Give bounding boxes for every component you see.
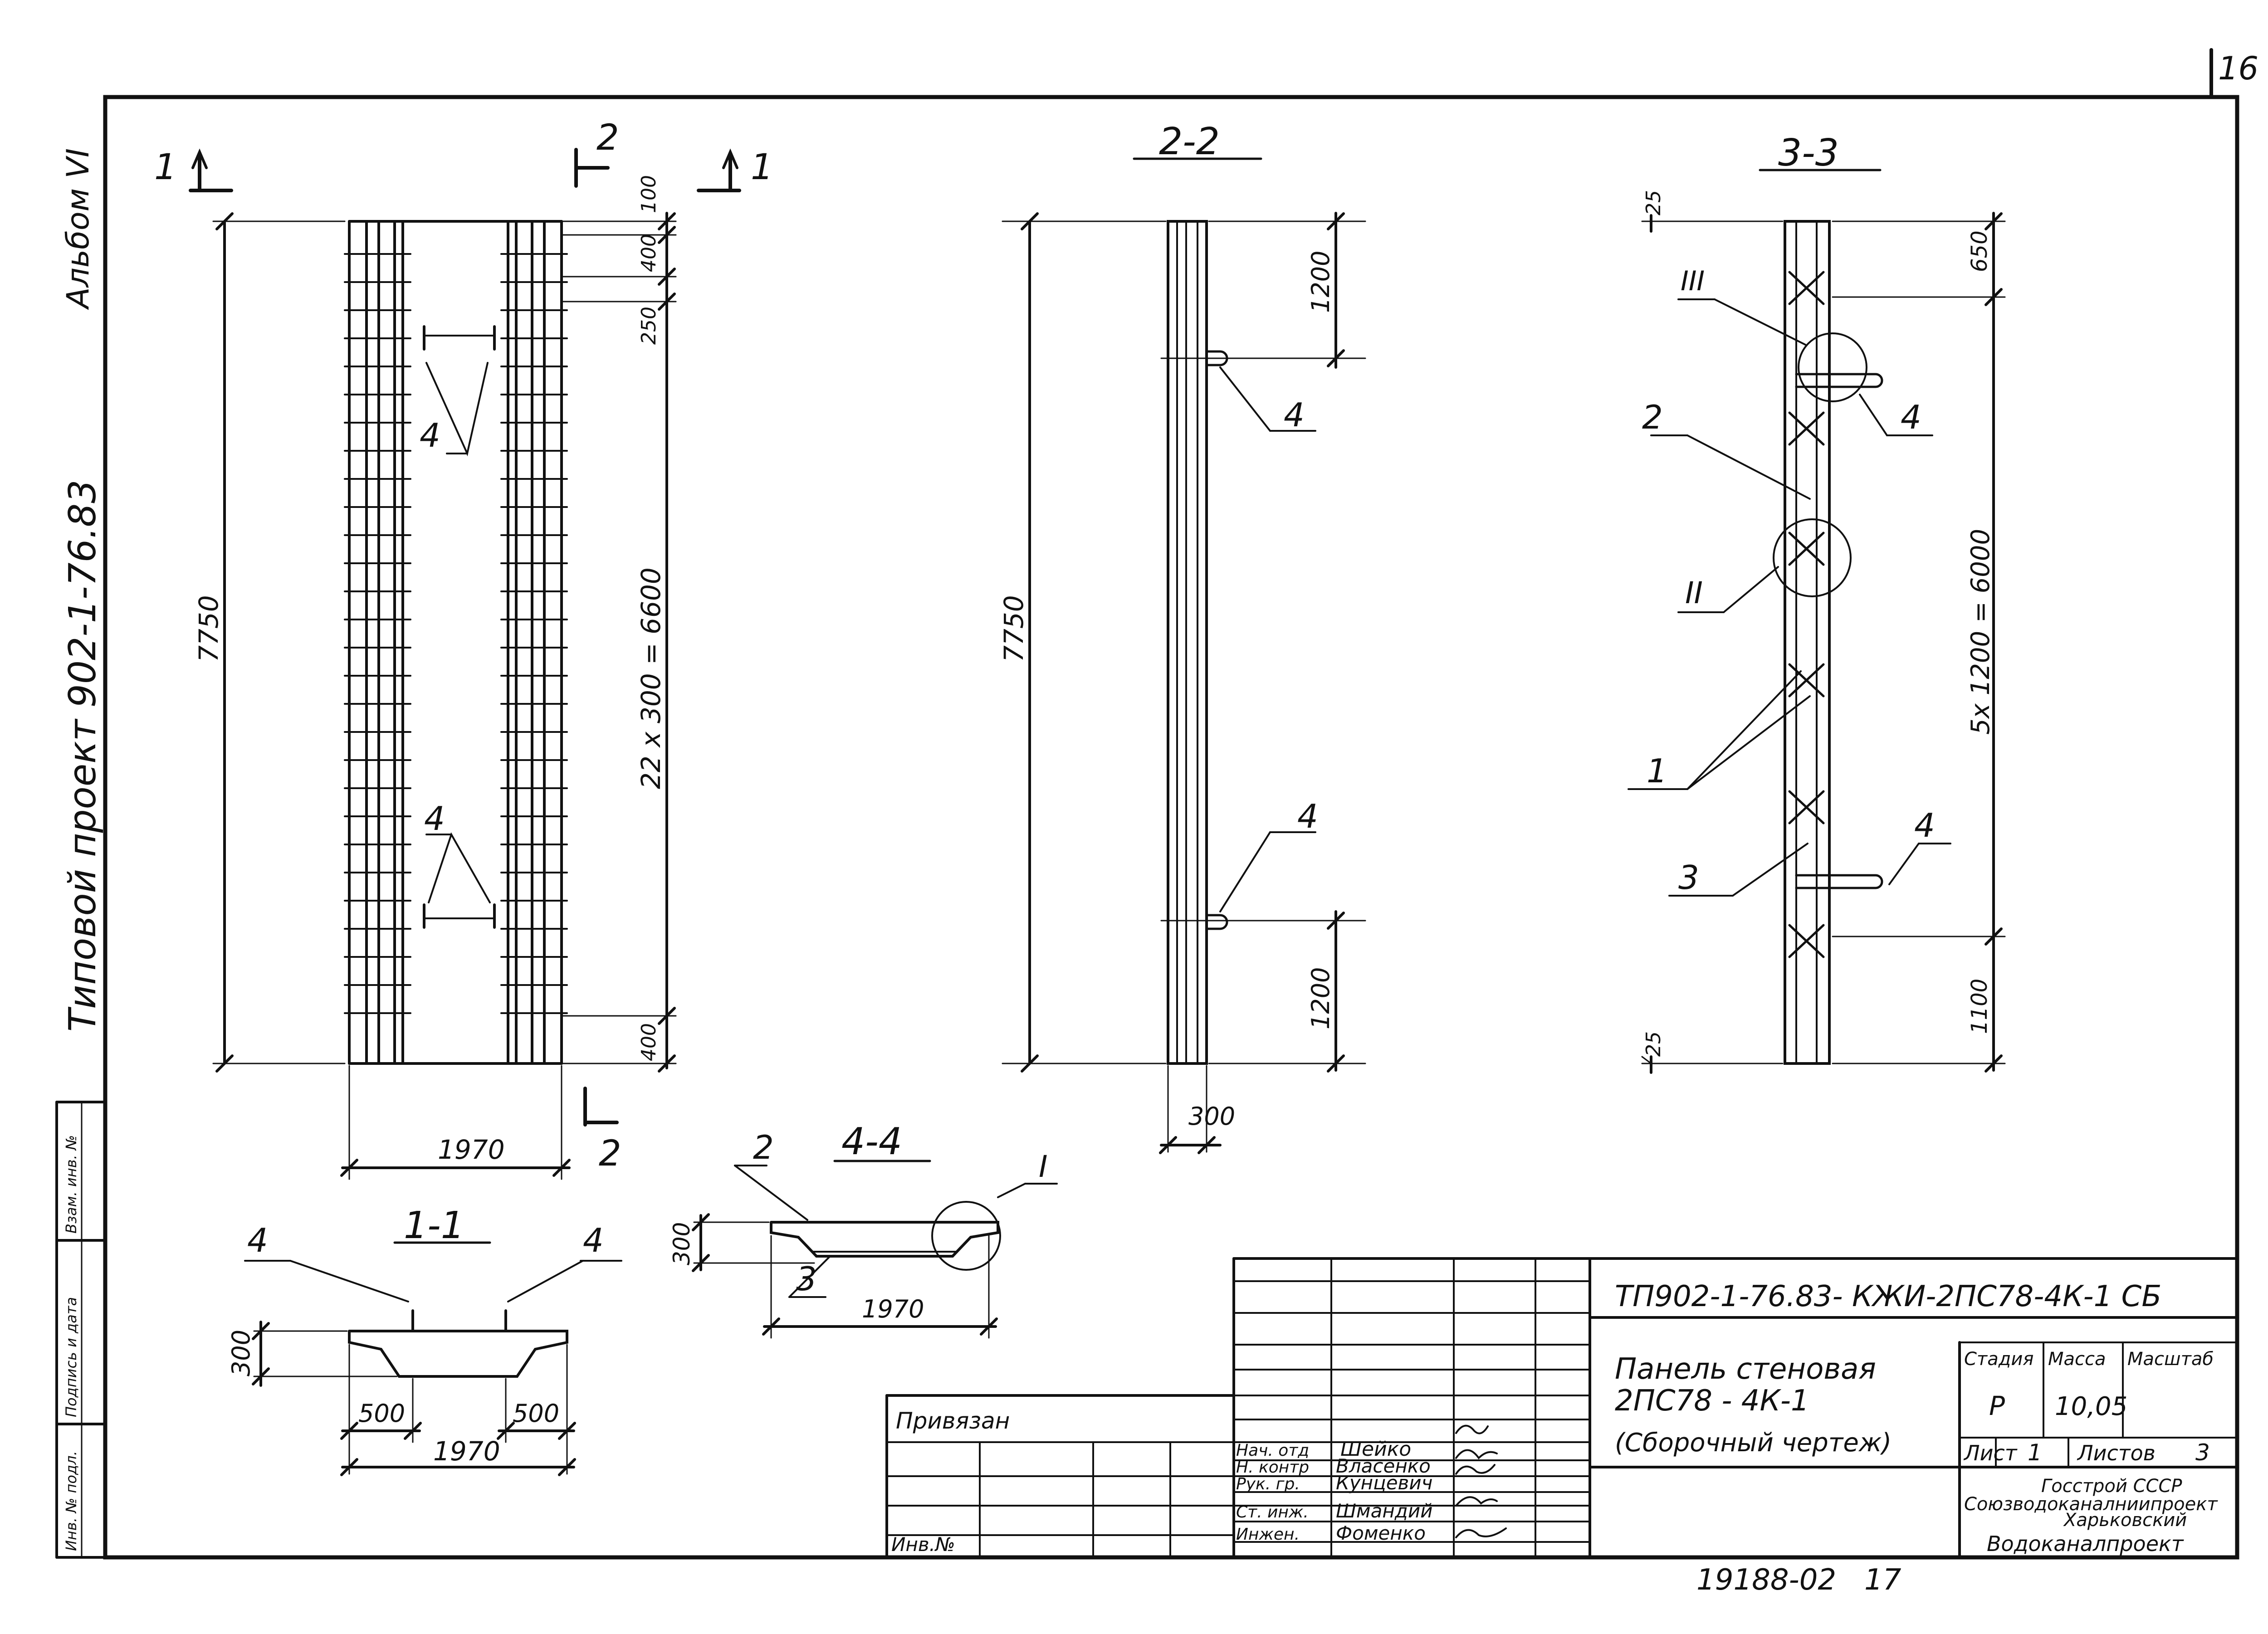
section-4-4 [692,1160,1058,1339]
dim-height-total: 7750 [193,595,224,662]
dim-cut44-1970: 1970 [862,1295,924,1323]
rib-ticks [344,253,568,1014]
callout-4-plan-bottom: 4 [424,800,445,838]
section-mark-1-right: 1 [751,147,773,188]
callout-4-cut33-bottom: 4 [1914,806,1935,844]
scale-header: Масштаб [2127,1349,2214,1370]
org-line-4: Водоканалпроект [1987,1532,2184,1556]
stamp-sign-date: Подпись и дата [63,1297,80,1417]
section-1-1 [244,1241,622,1476]
callout-4-cut22-top: 4 [1284,396,1305,434]
stage-header: Стадия [1964,1349,2033,1370]
callout-3-cut33: 3 [1678,858,1699,897]
dim-width-plan: 1970 [438,1134,505,1165]
dim-top-650: 650 [1967,230,1992,272]
archive-number: 19188-02 [1696,1563,1836,1597]
stamp-inv-orig: Инв. № подл. [63,1451,80,1551]
inv-label: Инв.№ [891,1533,955,1556]
node-label-III: III [1681,265,1705,297]
callout-1-cut33: 1 [1647,752,1667,790]
section-title-1-1: 1-1 [404,1204,464,1247]
dim-top-100: 100 [637,175,660,213]
section-title-3-3: 3-3 [1778,132,1839,175]
sheets-label: Листов [2077,1441,2156,1465]
dim-cover-bottom: 25 [1642,1031,1665,1057]
cross-mark [1788,924,1825,958]
dim-elev-bottom-1200: 1200 [1306,967,1335,1029]
node-label-I: I [1039,1149,1047,1184]
dim-cover-top: 25 [1642,190,1665,215]
footer-page: 17 [1864,1563,1901,1597]
node-label-II: II [1685,576,1703,610]
dim-cut11-500-right: 500 [513,1399,559,1428]
callout-4-cut11-right: 4 [583,1221,604,1259]
mass-header: Масса [2048,1349,2106,1370]
bound-label: Привязан [896,1408,1010,1434]
dim-elev-height: 7750 [998,595,1029,662]
section-mark-1-left: 1 [154,147,177,188]
org-line-3: Харьковский [2063,1510,2187,1531]
section-mark-2-bottom: 2 [599,1133,621,1174]
callout-4-cut22-bottom: 4 [1297,797,1318,835]
project-label: Типовой проект 902-1-76.83 [61,480,104,1032]
dim-elev-thickness: 300 [1188,1102,1235,1131]
sheets-number: 3 [2195,1439,2210,1466]
name-1: Шейко [1340,1438,1411,1461]
cross-mark [1788,532,1825,566]
stage-value: Р [1989,1390,2005,1421]
mass-value: 10,05 [2055,1392,2127,1421]
album-label: Альбом VI [60,148,96,310]
dim-cut44-300: 300 [669,1222,695,1265]
cross-mark [1788,271,1825,305]
sheet-label: Лист [1963,1441,2018,1465]
panel-name-line2: 2ПС78 - 4К-1 [1615,1384,1809,1418]
panel-name-line3: (Сборочный чертеж) [1615,1428,1892,1458]
dim-gap-250: 250 [637,307,660,345]
dim-cut11-300: 300 [227,1330,255,1376]
section-3-3 [1628,169,2006,1074]
dim-top-400: 400 [637,234,660,272]
cross-mark [1788,663,1825,697]
section-title-2-2: 2-2 [1159,120,1220,163]
callout-4-plan-top: 4 [420,416,440,454]
dim-cut11-1970: 1970 [433,1436,500,1467]
dim-bottom-400: 400 [637,1023,660,1061]
name-4: Шмандий [1336,1500,1432,1522]
role-5: Инжен. [1236,1525,1300,1544]
org-line-1: Госстрой СССР [2041,1476,2182,1497]
section-mark-2-top: 2 [596,117,619,158]
cross-marks [1788,271,1825,958]
sheet-number: 1 [2028,1439,2042,1466]
role-3: Рук. гр. [1236,1475,1300,1493]
stamp-inv-repl: Взам. инв. № [63,1135,80,1234]
cross-mark [1788,790,1825,824]
title-block [885,1257,2239,1559]
role-4: Ст. инж. [1236,1503,1309,1522]
callout-4-cut33-top: 4 [1901,398,1921,436]
callout-4-cut11-left: 4 [247,1221,268,1259]
role-2: Н. контр [1236,1458,1309,1477]
name-3: Кунцевич [1336,1472,1432,1494]
callout-2-cut33: 2 [1642,398,1663,436]
dim-bottom-1100: 1100 [1967,979,1992,1034]
name-2: Власенко [1336,1455,1431,1477]
section-title-4-4: 4-4 [841,1120,902,1163]
section-2-2 [1002,157,1366,1154]
panel-name-line1: Панель стеновая [1615,1352,1876,1386]
cross-mark [1788,411,1825,446]
dim-rib-pitch: 22 x 300 = 6600 [635,567,666,789]
org-line-2: Союзводоканалниипроект [1964,1494,2218,1515]
callout-3-cut44: 3 [796,1260,817,1298]
dim-elev-top-1200: 1200 [1306,251,1335,313]
drawing-code: ТП902-1-76.83- КЖИ-2ПС78-4К-1 СБ [1615,1280,2161,1313]
dim-cut11-500-left: 500 [358,1399,405,1428]
callout-2-cut44: 2 [753,1128,774,1166]
name-5: Фоменко [1336,1522,1426,1544]
panel-plan-view [189,148,741,1180]
page-number: 16 [2218,50,2258,87]
role-1: Нач. отд [1236,1441,1309,1460]
dim-mid-5x1200: 5x 1200 = 6000 [1966,529,1995,735]
